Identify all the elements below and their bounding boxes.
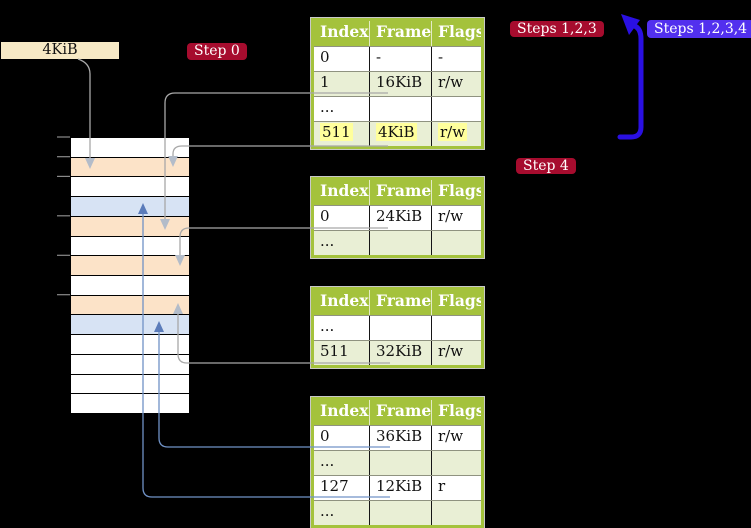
memory-frame-row-white	[71, 236, 189, 257]
table-row: ...	[314, 500, 481, 525]
table-cell: 4KiB	[369, 122, 431, 146]
memory-frame-row-orange	[71, 295, 189, 316]
table-cell: r/w	[431, 341, 481, 365]
table-cell	[369, 316, 431, 340]
table-cell: 511	[320, 342, 349, 360]
table-cell: 1	[320, 73, 330, 91]
column-header: Frame	[369, 290, 431, 315]
table-row: ...	[314, 450, 481, 475]
table-cell: -	[431, 47, 481, 71]
table-cell	[431, 316, 481, 340]
table-cell: 32KiB	[369, 341, 431, 365]
table-cell: 0	[320, 48, 330, 66]
badge-steps-1234: Steps 1,2,3,4	[647, 20, 751, 38]
memory-frame-row-orange	[71, 256, 189, 277]
column-header: Flags	[431, 290, 481, 315]
steps-flow-arrow	[617, 14, 644, 140]
table-row: 0 --	[314, 46, 481, 71]
table-cell: 0	[320, 207, 330, 225]
table-row: ...	[314, 96, 481, 121]
table-cell	[369, 231, 431, 255]
memory-frame-row-blue	[71, 197, 189, 217]
column-header: Index	[320, 291, 369, 310]
column-header: Index	[320, 181, 369, 200]
page-size-label: 4KiB	[1, 42, 119, 59]
table-cell	[369, 451, 431, 475]
table-cell: ...	[320, 502, 335, 520]
memory-frame-row-white	[71, 138, 189, 158]
table-cell: r/w	[431, 122, 481, 146]
column-header: Frame	[369, 180, 431, 205]
table-row: ...	[314, 230, 481, 255]
column-header: Index	[320, 401, 369, 420]
table-cell: ...	[320, 317, 335, 335]
table-cell: ...	[320, 232, 335, 250]
table-cell: r/w	[431, 426, 481, 450]
table-cell: 12KiB	[369, 476, 431, 500]
column-header: Flags	[431, 400, 481, 425]
table-cell	[431, 451, 481, 475]
table-cell: 36KiB	[369, 426, 431, 450]
memory-tick-marks	[57, 136, 70, 296]
table-cell: r/w	[431, 72, 481, 96]
table-cell: r/w	[431, 206, 481, 230]
column-header: Frame	[369, 400, 431, 425]
table-cell: 24KiB	[369, 206, 431, 230]
table-row: ...	[314, 315, 481, 340]
memory-frame-row-orange	[71, 157, 189, 178]
memory-frame-row-white	[71, 335, 189, 355]
memory-frame-row-orange	[71, 216, 189, 237]
table-cell	[431, 231, 481, 255]
memory-frame-row-blue	[71, 315, 189, 336]
table-cell: 511	[314, 122, 369, 146]
column-header: Index	[320, 22, 369, 41]
badge-step-4: Step 4	[516, 158, 576, 174]
memory-frame-row-white	[71, 354, 189, 375]
badge-step-0: Step 0	[187, 43, 247, 60]
table-cell: ...	[320, 452, 335, 470]
table-cell: 0	[320, 427, 330, 445]
table-cell	[369, 501, 431, 525]
table-row: 511 4KiB r/w	[314, 121, 481, 146]
table-cell	[431, 501, 481, 525]
highlighted-value: 4KiB	[376, 123, 417, 141]
table-cell: ...	[320, 98, 335, 116]
physical-memory-column	[70, 137, 190, 414]
column-header: Frame	[369, 21, 431, 46]
badge-steps-123: Steps 1,2,3	[510, 21, 604, 37]
memory-frame-row-white	[71, 374, 189, 395]
column-header: Flags	[431, 180, 481, 205]
table-cell: -	[369, 47, 431, 71]
table-cell	[369, 97, 431, 121]
highlighted-value: 511	[320, 123, 353, 141]
column-header: Flags	[431, 21, 481, 46]
table-cell	[431, 97, 481, 121]
memory-frame-row-white	[71, 177, 189, 198]
memory-frame-row-white	[71, 394, 189, 414]
table-cell: 127	[320, 477, 349, 495]
highlighted-value: r/w	[438, 123, 468, 141]
table-cell: 16KiB	[369, 72, 431, 96]
table-cell: r	[431, 476, 481, 500]
memory-frame-row-white	[71, 276, 189, 296]
